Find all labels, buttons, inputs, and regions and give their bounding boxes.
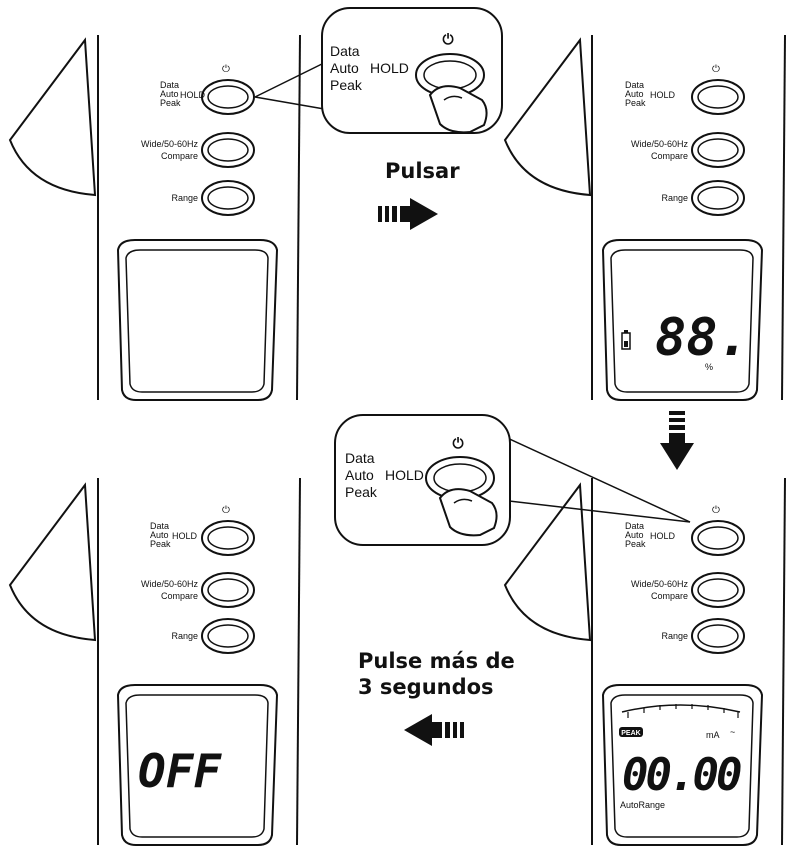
caption-hold-line1: Pulse más de — [358, 649, 515, 673]
clamp-jaw — [8, 37, 97, 197]
clamp-jaw — [503, 482, 592, 642]
peak-badge — [619, 727, 643, 737]
power-icon: ⏻ — [712, 64, 720, 75]
wide-compare-button[interactable] — [201, 572, 255, 608]
wide-compare-button[interactable] — [201, 132, 255, 168]
svg-text:Auto: Auto — [625, 89, 644, 99]
meter-panel-startup-top-right: ⏻ Data Auto Peak HOLD Wide/50-60Hz Compa… — [503, 34, 786, 401]
lcd-display-blank — [116, 239, 279, 401]
finger-press-icon — [438, 488, 498, 537]
battery-icon — [621, 330, 631, 350]
svg-text:Data: Data — [625, 521, 644, 531]
svg-text:Peak: Peak — [150, 539, 171, 549]
svg-text:Peak: Peak — [625, 98, 646, 108]
meter-panel-off-bottom-left: ⏻ Data Auto Peak HOLD Wide/50-60Hz Compa… — [8, 477, 301, 846]
power-icon: ⏻ — [452, 435, 463, 451]
clamp-jaw — [8, 482, 97, 642]
svg-text:Range: Range — [661, 631, 688, 641]
lcd-display-off: OFF — [116, 684, 279, 846]
meter-panel-measure-bottom-right: ⏻ Data Auto Peak HOLD Wide/50-60Hz Compa… — [503, 477, 786, 846]
svg-text:Compare: Compare — [651, 591, 688, 601]
svg-text:Peak: Peak — [330, 77, 363, 93]
svg-text:HOLD: HOLD — [172, 531, 198, 541]
svg-text:PEAK: PEAK — [621, 730, 640, 737]
power-icon: ⏻ — [222, 505, 230, 516]
svg-text:Auto: Auto — [345, 467, 374, 483]
lcd-display-measure: PEAK mA ~ 00.00 AutoRange — [601, 684, 764, 846]
power-icon: ⏻ — [712, 505, 720, 516]
svg-text:Peak: Peak — [345, 484, 378, 500]
svg-text:Compare: Compare — [651, 151, 688, 161]
svg-text:Wide/50-60Hz: Wide/50-60Hz — [631, 139, 689, 149]
arrow-down-icon — [660, 411, 694, 470]
svg-text:HOLD: HOLD — [650, 90, 676, 100]
ac-symbol: ~ — [730, 727, 735, 737]
svg-text:HOLD: HOLD — [385, 467, 424, 483]
clamp-jaw — [503, 37, 592, 197]
caption-press: Pulsar — [385, 159, 460, 183]
svg-text:Auto: Auto — [160, 89, 179, 99]
display-digits: 88. — [655, 308, 749, 368]
zoom-callout-press: Data Auto Peak HOLD ⏻ — [254, 7, 503, 134]
finger-press-icon — [428, 85, 488, 134]
svg-text:Range: Range — [171, 193, 198, 203]
svg-text:Data: Data — [625, 80, 644, 90]
svg-text:Compare: Compare — [161, 591, 198, 601]
svg-text:Compare: Compare — [161, 151, 198, 161]
svg-text:Wide/50-60Hz: Wide/50-60Hz — [141, 579, 199, 589]
svg-text:Peak: Peak — [160, 98, 181, 108]
wide-compare-button[interactable] — [691, 572, 745, 608]
svg-text:Data: Data — [150, 521, 169, 531]
svg-text:Wide/50-60Hz: Wide/50-60Hz — [141, 139, 199, 149]
svg-text:Wide/50-60Hz: Wide/50-60Hz — [631, 579, 689, 589]
zoom-callout-hold: Data Auto Peak HOLD ⏻ — [334, 414, 691, 546]
power-icon: ⏻ — [442, 31, 453, 47]
range-button[interactable] — [691, 618, 745, 654]
hold-button[interactable] — [691, 79, 745, 115]
analog-bargraph-scale — [621, 704, 741, 713]
svg-text:Range: Range — [661, 193, 688, 203]
meter-panel-off-top-left: ⏻ Data Auto Peak HOLD Wide/50-60Hz Compa… — [8, 34, 301, 401]
svg-text:HOLD: HOLD — [650, 531, 676, 541]
arrow-left-icon — [404, 714, 464, 746]
range-button[interactable] — [691, 180, 745, 216]
range-button[interactable] — [201, 618, 255, 654]
hold-button[interactable] — [691, 520, 745, 556]
svg-text:Auto: Auto — [330, 60, 359, 76]
wide-compare-button[interactable] — [691, 132, 745, 168]
power-icon: ⏻ — [222, 64, 230, 75]
svg-text:Auto: Auto — [150, 530, 169, 540]
hold-button[interactable] — [201, 520, 255, 556]
svg-text:HOLD: HOLD — [370, 60, 409, 76]
arrow-right-icon — [378, 198, 438, 230]
svg-text:Data: Data — [330, 43, 360, 59]
svg-text:Data: Data — [345, 450, 375, 466]
display-off-text: OFF — [138, 744, 222, 798]
hold-button[interactable] — [201, 79, 255, 115]
autorange-label: AutoRange — [620, 800, 665, 810]
range-button[interactable] — [201, 180, 255, 216]
display-unit: mA — [706, 730, 720, 740]
svg-text:HOLD: HOLD — [180, 90, 206, 100]
caption-hold-line2: 3 segundos — [358, 675, 494, 699]
svg-text:Range: Range — [171, 631, 198, 641]
svg-text:Auto: Auto — [625, 530, 644, 540]
display-digits: 00.00 — [622, 750, 741, 801]
display-unit: % — [705, 362, 713, 372]
svg-text:Peak: Peak — [625, 539, 646, 549]
svg-text:Data: Data — [160, 80, 179, 90]
lcd-display-startup: 88. % — [601, 239, 764, 401]
